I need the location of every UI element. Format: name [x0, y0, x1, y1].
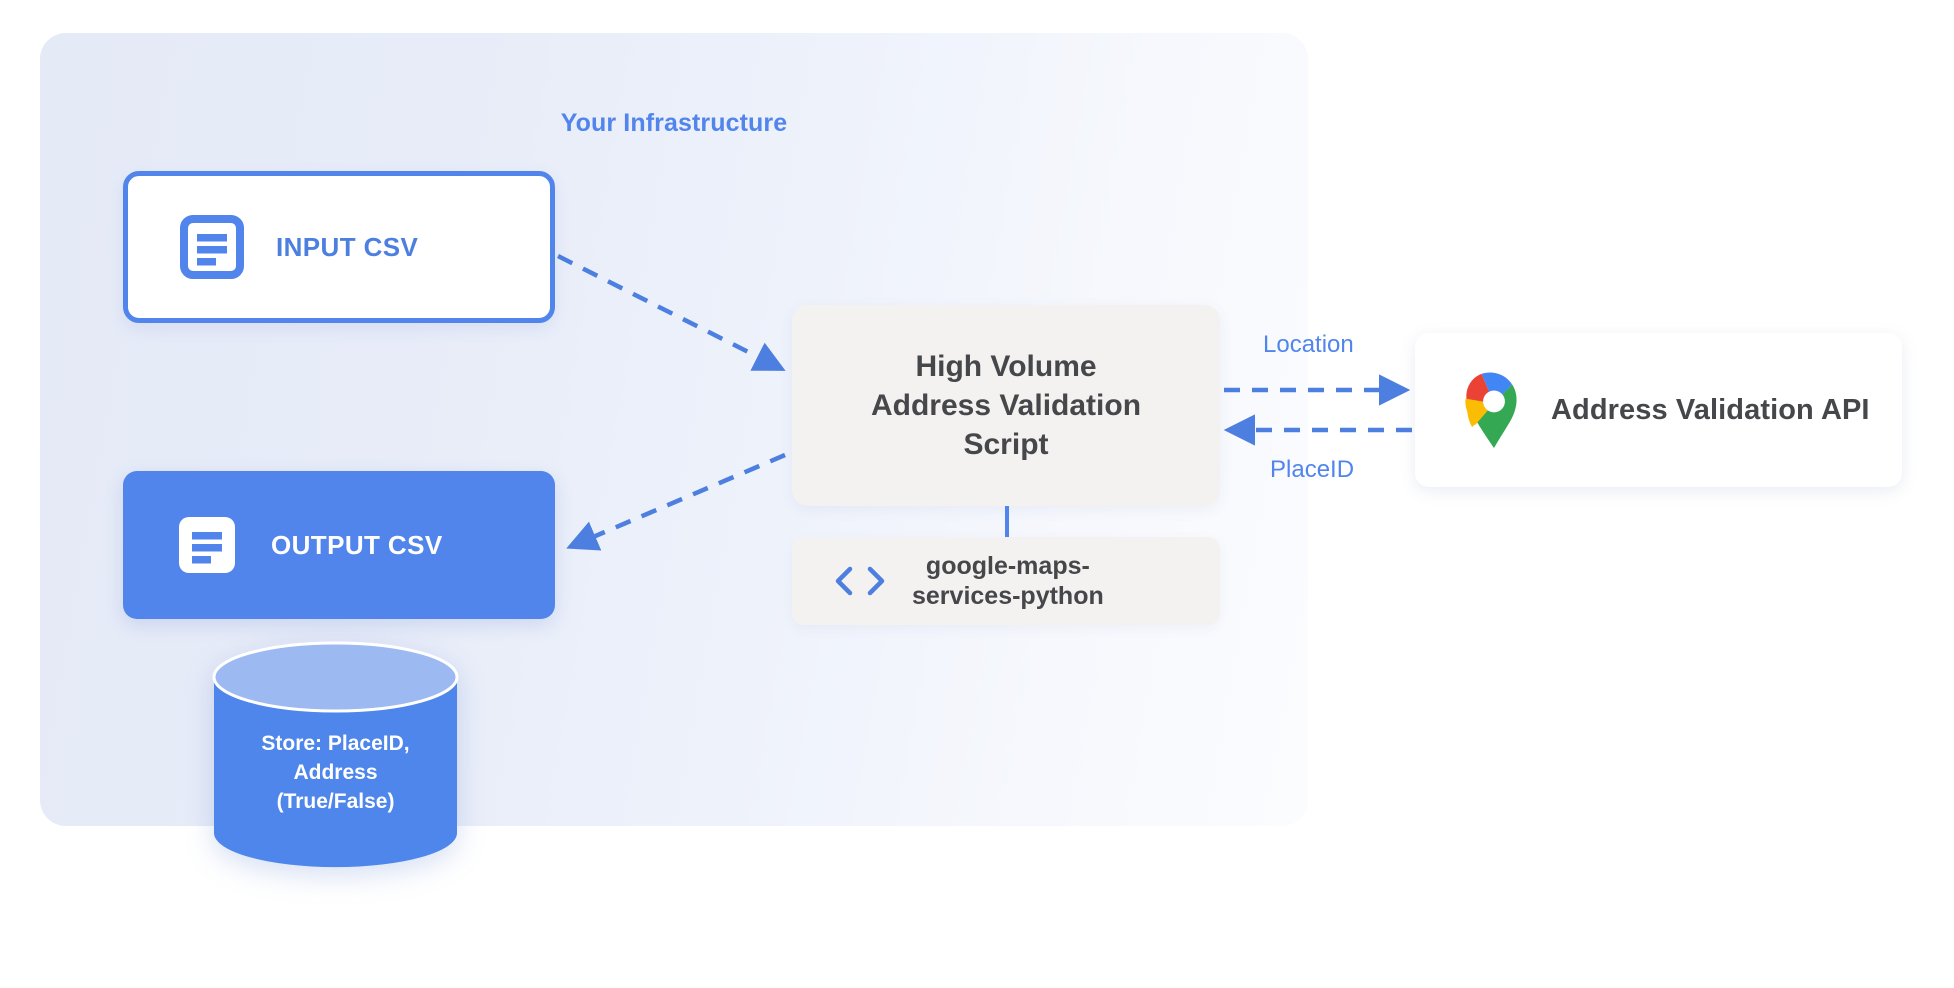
code-brackets-icon — [835, 566, 885, 596]
input-csv-node[interactable]: INPUT CSV — [123, 171, 555, 323]
edge-label-placeid: PlaceID — [1270, 456, 1355, 483]
google-maps-pin-icon — [1465, 372, 1517, 448]
script-line-1: High Volume — [915, 350, 1097, 383]
script-node[interactable]: High Volume Address Validation Script — [792, 305, 1220, 506]
output-csv-label: OUTPUT CSV — [271, 529, 443, 560]
script-line-3: Script — [963, 428, 1049, 461]
document-icon — [179, 517, 235, 573]
library-line-1: google-maps- — [925, 551, 1090, 580]
api-label: Address Validation API — [1551, 393, 1870, 426]
library-line-2: services-python — [912, 582, 1104, 610]
infrastructure-title: Your Infrastructure — [560, 109, 788, 137]
database-cylinder-icon[interactable] — [212, 641, 459, 869]
edge-label-location: Location — [1263, 331, 1354, 358]
output-csv-node[interactable]: OUTPUT CSV — [123, 471, 555, 619]
script-library-connector — [1005, 506, 1009, 539]
document-icon — [180, 215, 244, 279]
input-csv-label: INPUT CSV — [276, 231, 419, 262]
script-line-2: Address Validation — [870, 389, 1142, 422]
library-label-wrap: google-maps- services-python — [912, 551, 1104, 612]
address-validation-api-node[interactable]: Address Validation API — [1415, 333, 1902, 487]
library-node[interactable]: google-maps- services-python — [792, 537, 1220, 625]
